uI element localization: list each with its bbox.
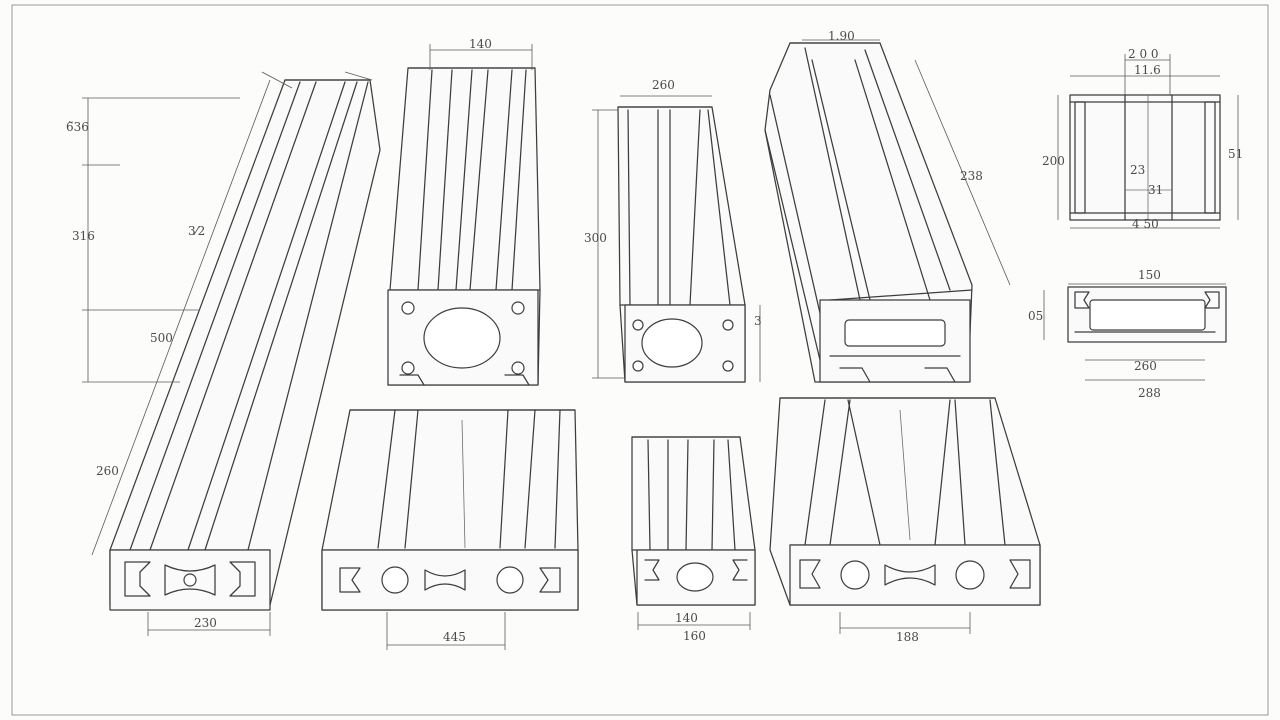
profile-small-upright: 140 160 xyxy=(631,436,756,643)
dim-label: 1.90 xyxy=(828,29,855,43)
dim-label: 445 xyxy=(443,630,466,644)
dim-label: 200 xyxy=(1042,154,1065,168)
dim-label: 288 xyxy=(1138,386,1161,400)
dim-label: 23 xyxy=(1130,163,1145,177)
dim-label: 160 xyxy=(683,629,706,643)
dim-label: 150 xyxy=(1138,268,1161,282)
dim-label: 140 xyxy=(675,611,698,625)
dim-label: 11.6 xyxy=(1134,63,1161,77)
dim-label: 500 xyxy=(150,331,173,345)
profile-square-large-hole: 140 xyxy=(387,37,541,386)
dim-label: 316 xyxy=(72,229,95,243)
profile-narrow-upright: 260 300 3 xyxy=(584,78,762,383)
dim-label: 188 xyxy=(896,630,919,644)
dim-label: 2 0 0 xyxy=(1128,47,1159,61)
profile-long-diagonal: 6̃36 316 3⁄2 500 260 230 xyxy=(66,71,381,636)
dim-label: 4 50 xyxy=(1132,217,1159,231)
dim-label: 300 xyxy=(584,231,607,245)
dim-label: 260 xyxy=(652,78,675,92)
dim-label: 3 xyxy=(754,314,762,328)
dim-label: 140 xyxy=(469,37,492,51)
dim-label: 260 xyxy=(96,464,119,478)
profile-wide-low: 445 xyxy=(321,409,579,650)
orthographic-view-top: 2 0 0 11.6 200 51 23 31 4 50 xyxy=(1042,47,1243,231)
dim-label: 3⁄2 xyxy=(188,224,205,238)
dim-label: 230 xyxy=(194,616,217,630)
dim-label: 238 xyxy=(960,169,983,183)
orthographic-view-section: 150 05 260 288 xyxy=(1028,268,1227,400)
drawing-border xyxy=(11,4,1269,716)
dim-label: 05 xyxy=(1028,309,1043,323)
dim-label: 6̃36 xyxy=(66,120,89,134)
profile-wide-low-right: 188 xyxy=(769,397,1041,644)
dim-label: 51 xyxy=(1228,147,1243,161)
profile-wide-channel: 1.90 238 xyxy=(764,29,1011,383)
dim-label: 31 xyxy=(1148,183,1163,197)
dim-label: 260 xyxy=(1134,359,1157,373)
